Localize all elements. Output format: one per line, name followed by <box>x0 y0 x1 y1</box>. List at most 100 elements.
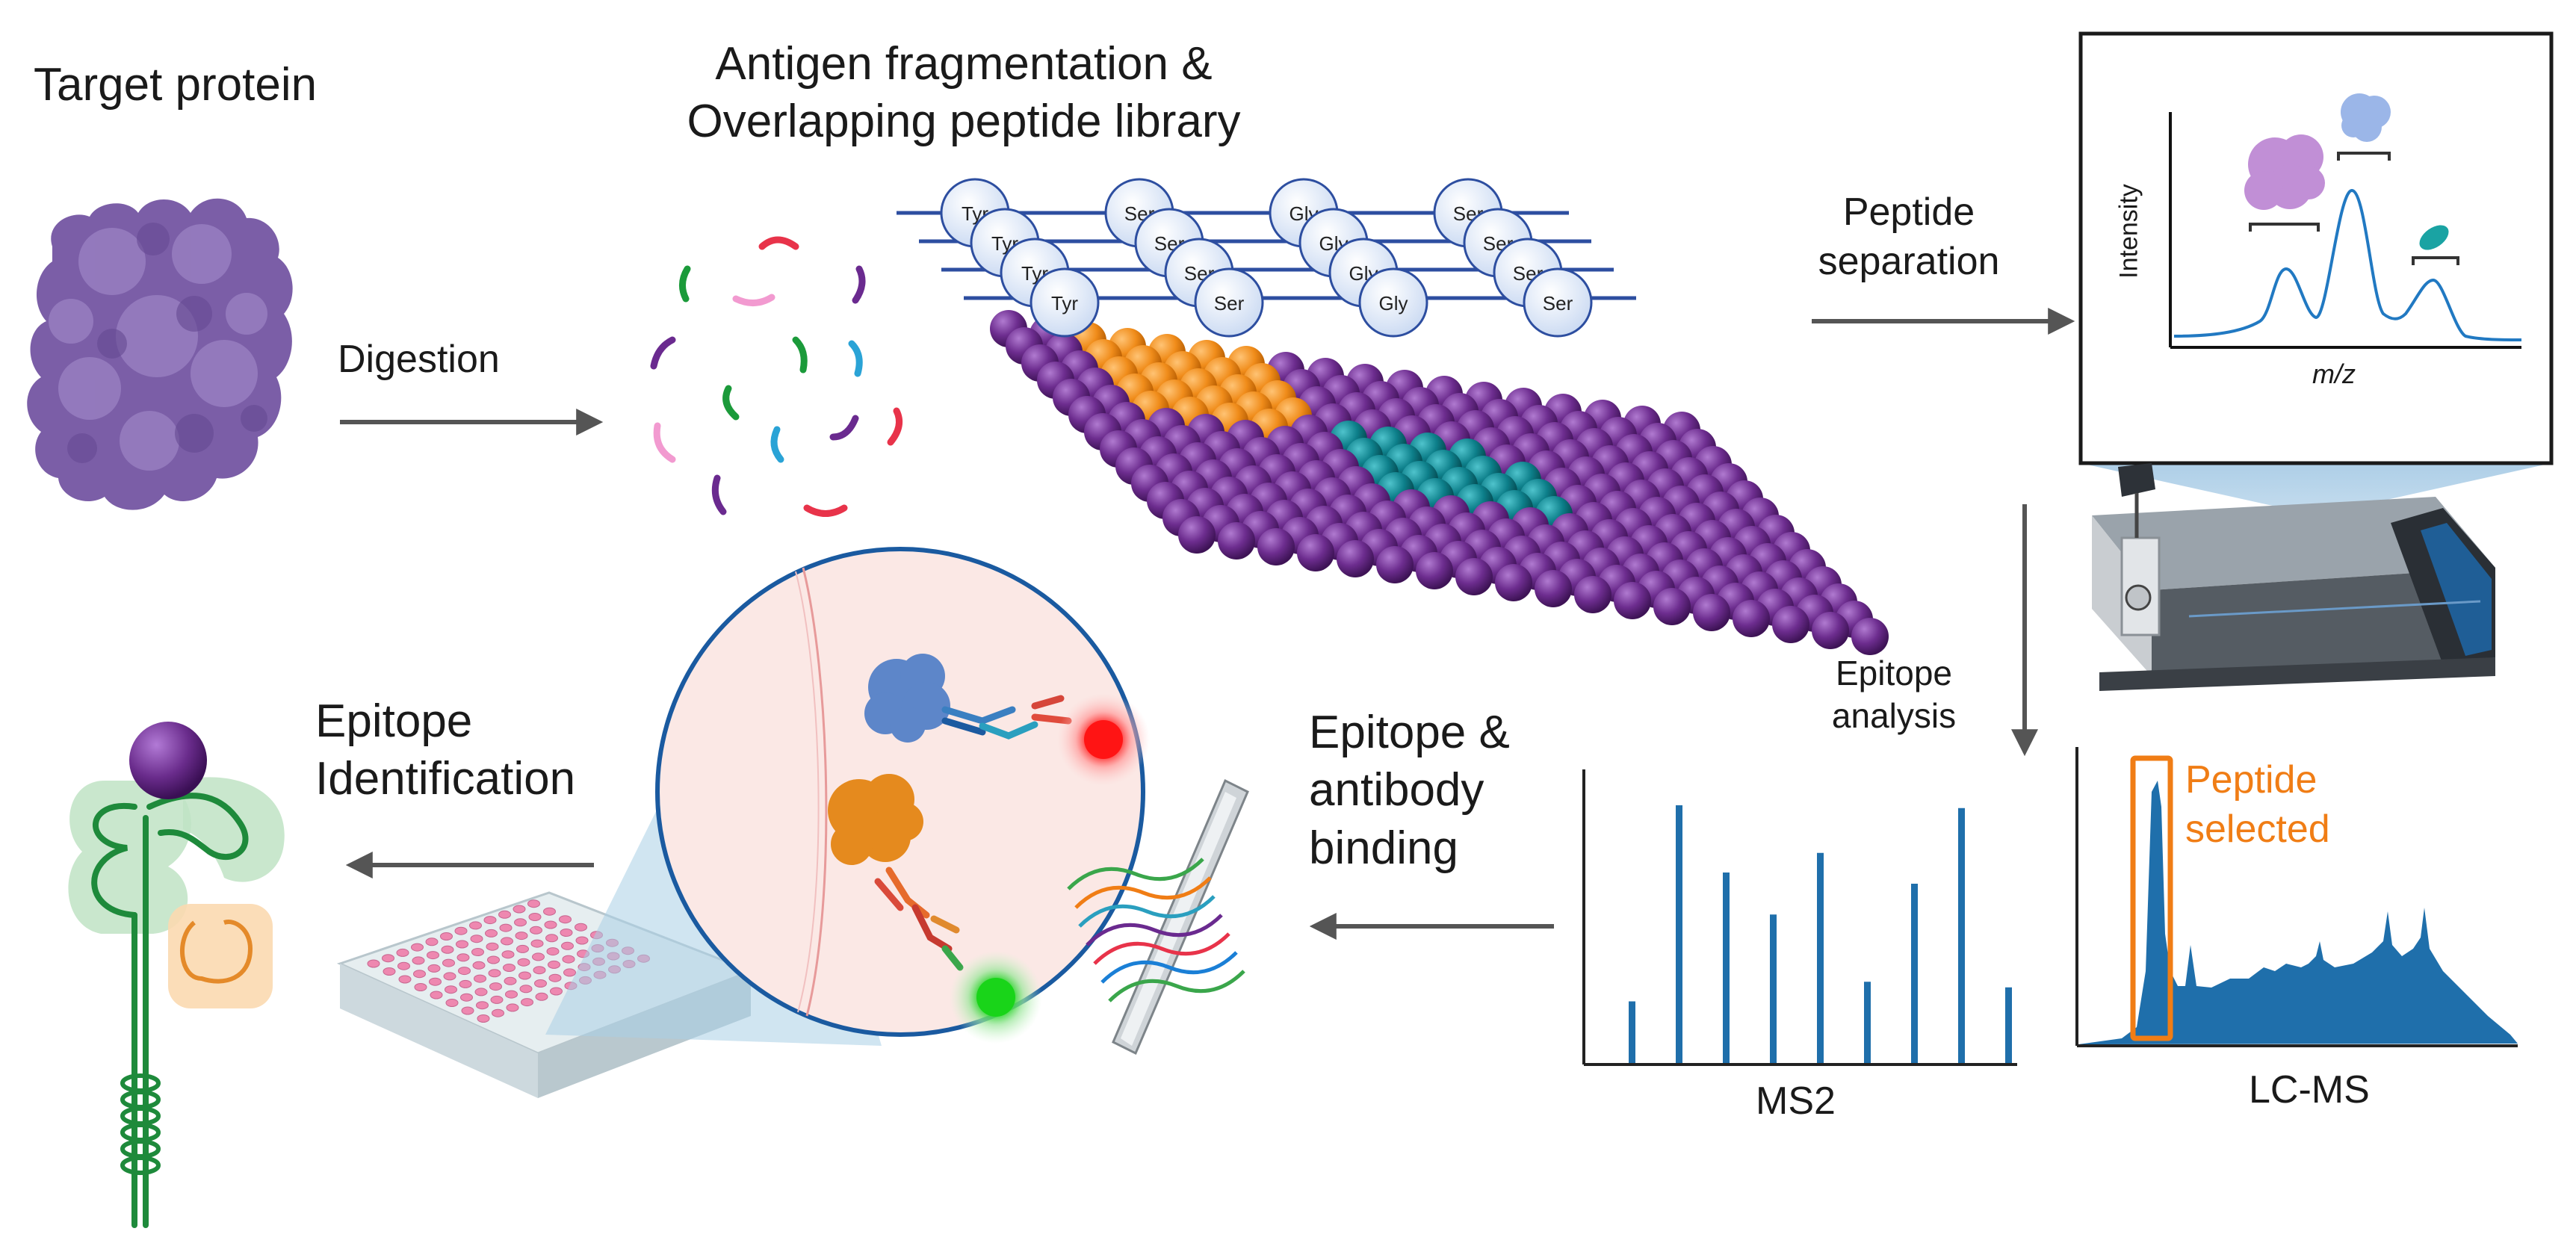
inset-y-label: Intensity <box>2114 184 2143 279</box>
large-protein-icon <box>2244 134 2325 210</box>
small-protein-icon <box>2419 225 2449 250</box>
plate-well <box>545 934 558 943</box>
ms2-peak-bar <box>1817 852 1824 1063</box>
plate-well <box>383 967 396 976</box>
plate-well <box>534 979 547 988</box>
plate-well <box>483 916 497 925</box>
plate-well <box>501 950 515 959</box>
plate-well <box>499 923 513 932</box>
plate-well <box>485 929 498 937</box>
plate-well <box>498 910 511 919</box>
residue-15: Ser <box>1523 267 1593 338</box>
label-digestion: Digestion <box>338 338 500 381</box>
bead <box>1851 618 1889 655</box>
bead <box>1812 612 1849 649</box>
inset-projection-cone <box>2081 463 2551 515</box>
plate-well <box>492 1008 504 1017</box>
bead <box>1218 522 1255 560</box>
plate-well <box>535 992 548 1001</box>
plate-well <box>396 948 409 957</box>
plate-well <box>516 944 529 953</box>
bead <box>1653 588 1691 625</box>
plate-well <box>429 977 442 986</box>
ms2-peak-bar <box>1723 873 1730 1063</box>
label-ms2: MS2 <box>1756 1079 1836 1123</box>
plate-well <box>490 995 504 1004</box>
spectrum-trace <box>2173 188 2522 341</box>
plate-well <box>550 987 563 996</box>
label-epitope-antibody-binding: Epitope & antibody binding <box>1309 706 1510 875</box>
label-epitope-analysis-line1: Epitope <box>1835 654 1953 692</box>
target-protein-illustration <box>27 198 293 510</box>
plate-well <box>530 939 544 948</box>
bead <box>1495 564 1532 601</box>
bead <box>1178 516 1216 554</box>
bead <box>1416 552 1453 589</box>
plate-well <box>488 969 501 978</box>
plate-well <box>471 948 484 956</box>
plate-well <box>413 970 426 979</box>
plate-well <box>533 966 546 975</box>
magnified-well-circle <box>655 547 1249 1056</box>
plate-well <box>430 991 443 999</box>
plate-well <box>530 926 542 935</box>
plate-well <box>501 937 513 946</box>
plate-well <box>445 985 457 994</box>
label-peptide-separation: Peptide separation <box>1818 190 2000 285</box>
plate-well <box>443 972 456 981</box>
ms2-peak-bar <box>1629 1001 1635 1063</box>
spectrum-inset <box>2078 31 2554 515</box>
ms2-peak-bar <box>1958 808 1965 1063</box>
plate-well <box>503 964 515 972</box>
bead <box>1257 528 1295 565</box>
residue-label: Gly <box>1379 292 1408 314</box>
plate-well <box>474 974 486 983</box>
plate-well <box>425 937 439 946</box>
bead <box>1337 540 1374 577</box>
bead <box>1574 576 1611 613</box>
ms2-peaks <box>1629 805 2012 1063</box>
plate-well <box>454 926 468 935</box>
plate-well <box>367 959 380 968</box>
plate-well <box>513 905 526 914</box>
plate-well <box>474 988 488 997</box>
plate-well <box>506 1003 519 1012</box>
residue-label: Tyr <box>1051 292 1078 314</box>
plate-well <box>562 955 575 964</box>
plate-well <box>442 958 455 967</box>
plate-well <box>548 973 562 982</box>
plate-well <box>489 982 502 991</box>
residue-14: Gly <box>1358 267 1428 338</box>
plate-well <box>563 968 576 977</box>
label-binding-line3: binding <box>1309 822 1458 874</box>
bead <box>1772 606 1809 643</box>
peptide-fragments <box>650 236 903 517</box>
label-antigen-line2: Overlapping peptide library <box>687 96 1241 148</box>
label-binding-line1: Epitope & <box>1309 707 1510 758</box>
label-peptide-selected-line2: selected <box>2185 807 2330 851</box>
plate-well <box>427 951 439 960</box>
ms2-peak-bar <box>1676 805 1682 1063</box>
plate-well <box>460 993 473 1002</box>
residue-13: Ser <box>1194 267 1264 338</box>
plate-well <box>470 935 483 943</box>
residue-label: Ser <box>1543 292 1573 314</box>
plate-well <box>559 915 572 924</box>
label-ident-line2: Identification <box>315 753 576 805</box>
plate-well <box>459 979 472 988</box>
bead <box>1297 534 1334 571</box>
ms2-peak-bar <box>2005 987 2012 1063</box>
plate-well <box>575 923 587 932</box>
label-lcms: LC-MS <box>2249 1068 2370 1112</box>
label-target-protein: Target protein <box>34 59 318 111</box>
plate-well <box>518 971 531 980</box>
selected-peptide-box <box>2130 755 2173 1041</box>
label-epitope-analysis: Epitope analysis <box>1832 654 1956 736</box>
bead <box>1693 594 1730 631</box>
ms2-peak-bar <box>1864 982 1871 1063</box>
plate-well <box>548 960 560 969</box>
label-antigen-line1: Antigen fragmentation & <box>715 38 1213 90</box>
plate-well <box>504 976 517 985</box>
